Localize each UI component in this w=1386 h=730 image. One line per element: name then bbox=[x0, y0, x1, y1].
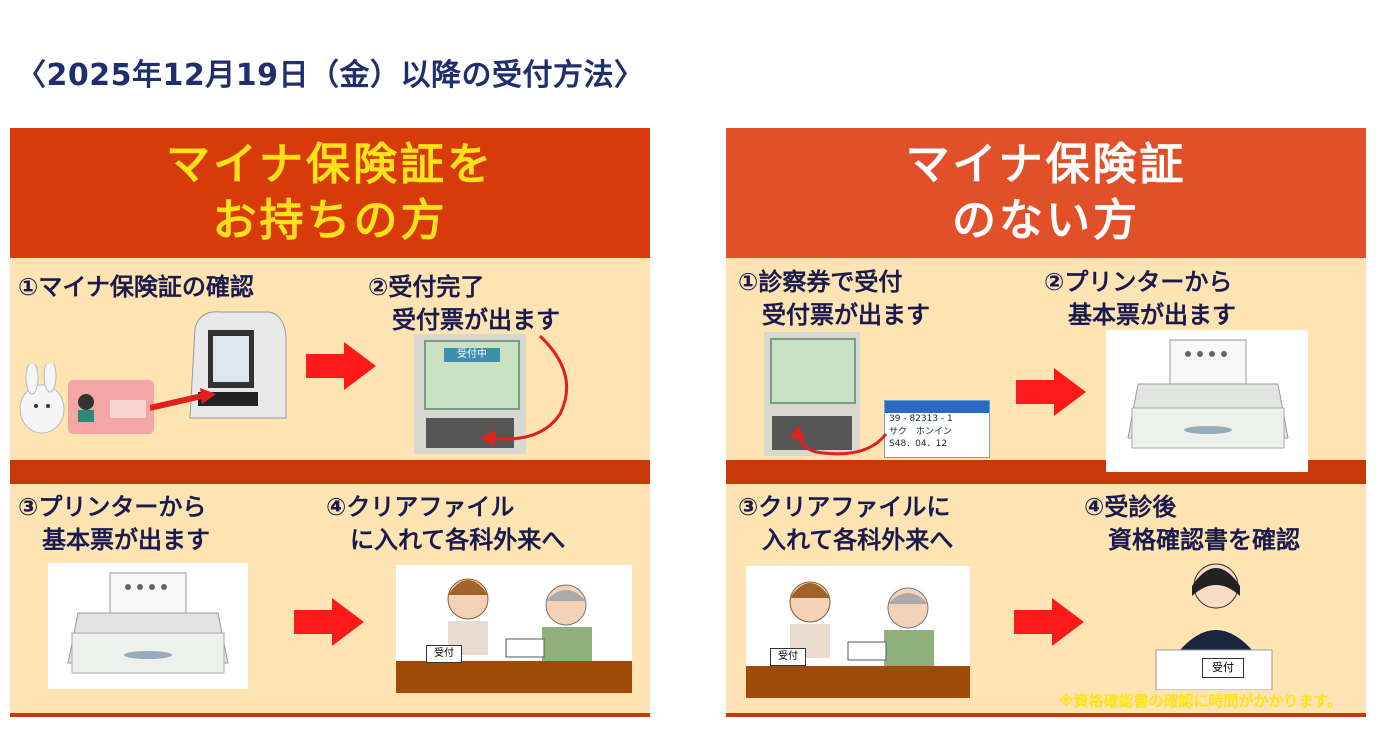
reception-sign: 受付 bbox=[770, 648, 806, 666]
arrow-right-icon bbox=[294, 598, 364, 646]
card-reader-icon bbox=[150, 311, 287, 419]
step-1-label: ①診察券で受付 受付票が出ます bbox=[738, 268, 930, 329]
arrow-right-icon bbox=[1016, 368, 1086, 416]
card-kana: サク ホンイン bbox=[889, 427, 953, 437]
arrow-right-icon bbox=[306, 342, 376, 390]
reception-desk-scene: 受付 bbox=[396, 565, 632, 693]
header-line-2: お持ちの方 bbox=[212, 195, 448, 246]
reception-desk-scene: 受付 bbox=[746, 566, 970, 698]
arrow-right-icon bbox=[1014, 598, 1084, 646]
panel-header: マイナ保険証 のない方 bbox=[726, 128, 1366, 258]
reception-kiosk-icon: 受付中 bbox=[414, 334, 526, 454]
printer-icon bbox=[48, 563, 248, 689]
divider-band bbox=[10, 460, 650, 484]
reception-kiosk-icon bbox=[764, 332, 860, 456]
step-1-label: ①マイナ保険証の確認 bbox=[18, 273, 254, 301]
panel-with-my-number-card: マイナ保険証を お持ちの方 ①マイナ保険証の確認 ②受付完了 受付票が出ます ③… bbox=[10, 128, 650, 717]
step-2-label: ②プリンターから 基本票が出ます bbox=[1044, 268, 1236, 329]
header-line-1: マイナ保険証 bbox=[905, 139, 1187, 190]
header-line-1: マイナ保険証を bbox=[165, 139, 495, 190]
wait-time-note: ※資格確認書の確認に時間がかかります。 bbox=[1058, 692, 1342, 710]
mascot-rabbit-icon bbox=[19, 364, 154, 434]
patient-card-icon: 39 - 82313 - 1 サク ホンイン S48．04．12 bbox=[884, 400, 990, 458]
printer-icon bbox=[1106, 330, 1308, 472]
kiosk-screen-text: 受付中 bbox=[444, 348, 500, 362]
curved-arrow-icon bbox=[480, 334, 569, 446]
step-4-label: ④クリアファイル に入れて各科外来へ bbox=[326, 493, 566, 554]
step-3-label: ③プリンターから 基本票が出ます bbox=[18, 493, 210, 554]
receptionist-icon: 受付 bbox=[1146, 556, 1286, 690]
card-number: 39 - 82313 - 1 bbox=[889, 414, 953, 424]
card-date: S48．04．12 bbox=[889, 439, 948, 449]
panel-without-my-number-card: マイナ保険証 のない方 ①診察券で受付 受付票が出ます ②プリンターから 基本票… bbox=[726, 128, 1366, 717]
panel-header: マイナ保険証を お持ちの方 bbox=[10, 128, 650, 258]
curved-arrow-icon bbox=[790, 426, 888, 456]
reception-sign: 受付 bbox=[1202, 658, 1244, 678]
step-3-label: ③クリアファイルに 入れて各科外来へ bbox=[738, 493, 954, 554]
step-2-label: ②受付完了 受付票が出ます bbox=[368, 273, 560, 334]
page-title: 〈2025年12月19日（金）以降の受付方法〉 bbox=[16, 58, 645, 93]
reception-sign: 受付 bbox=[426, 645, 462, 663]
header-line-2: のない方 bbox=[952, 195, 1140, 246]
step-4-label: ④受診後 資格確認書を確認 bbox=[1084, 493, 1300, 554]
